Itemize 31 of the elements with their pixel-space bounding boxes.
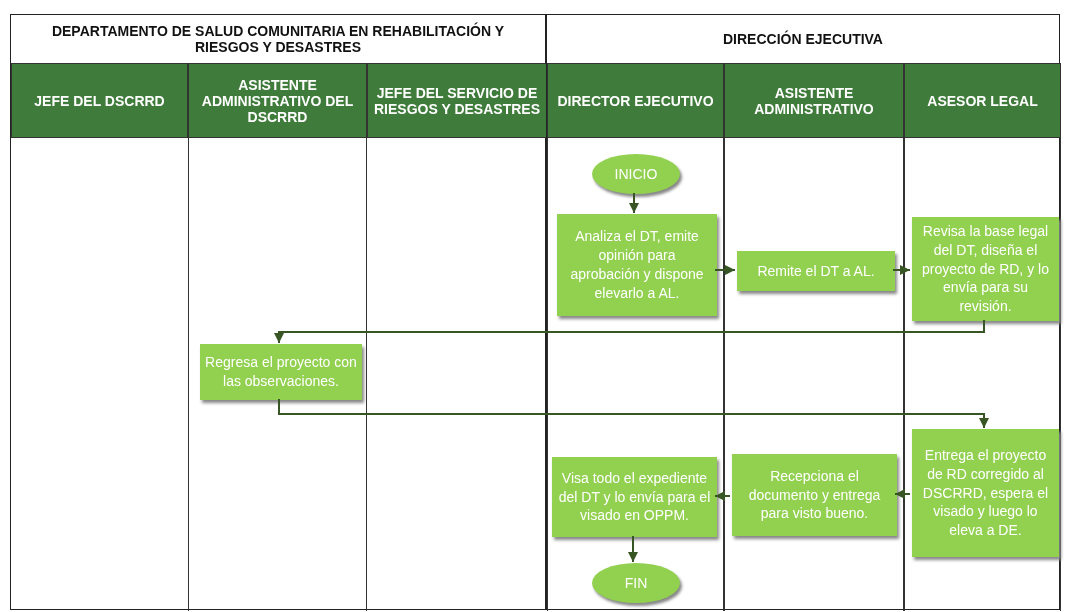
arrow [278,398,989,429]
process-box: Entrega el proyecto de RD corregido al DSCRRD, espera el visado y luego lo eleva a DE. [912,429,1059,557]
arrow [629,192,639,214]
swimlane [904,63,1061,611]
process-box: Regresa el proyecto con las observaciones. [200,344,362,400]
lane-header: DIRECTOR EJECUTIVO [548,63,723,138]
arrow [714,491,731,501]
arrow [274,319,985,344]
lane-header: JEFE DEL DSCRRD [12,63,187,138]
department-column [546,14,1060,610]
department-column [10,14,546,610]
start-ellipse: INICIO [592,154,680,194]
swimlane [547,63,724,611]
column-title: DIRECCIÓN EJECUTIVA [722,29,884,49]
arrow [628,535,638,563]
lane-header: JEFE DEL SERVICIO DE RIESGOS Y DESASTRES [368,63,546,138]
swimlane [724,63,904,611]
end-ellipse: FIN [592,563,680,603]
lane-header: ASISTENTE ADMINISTRATIVO DEL DSCRRD [189,63,366,138]
arrow [892,265,911,275]
lane-header: ASISTENTE ADMINISTRATIVO [725,63,903,138]
process-box: Revisa la base legal del DT, diseña el proyecto de RD, y lo envía para su revisión. [912,217,1059,321]
column-title: DEPARTAMENTO DE SALUD COMUNITARIA EN REHABILITACIÓN Y RIESGOS Y DESASTRES [50,21,506,57]
process-box: Visa todo el expediente del DT y lo envía para el visado en OPPM. [552,457,717,537]
arrow [714,265,736,275]
process-box: Remite el DT a AL. [737,251,895,291]
process-box: Analiza el DT, emite opinión para aprobación y dispone elevarlo a AL. [557,214,717,316]
process-box: Recepciona el documento y entrega para visto bueno. [732,454,897,536]
arrow [894,489,911,499]
lane-header: ASESOR LEGAL [905,63,1060,138]
swimlane [188,63,367,611]
